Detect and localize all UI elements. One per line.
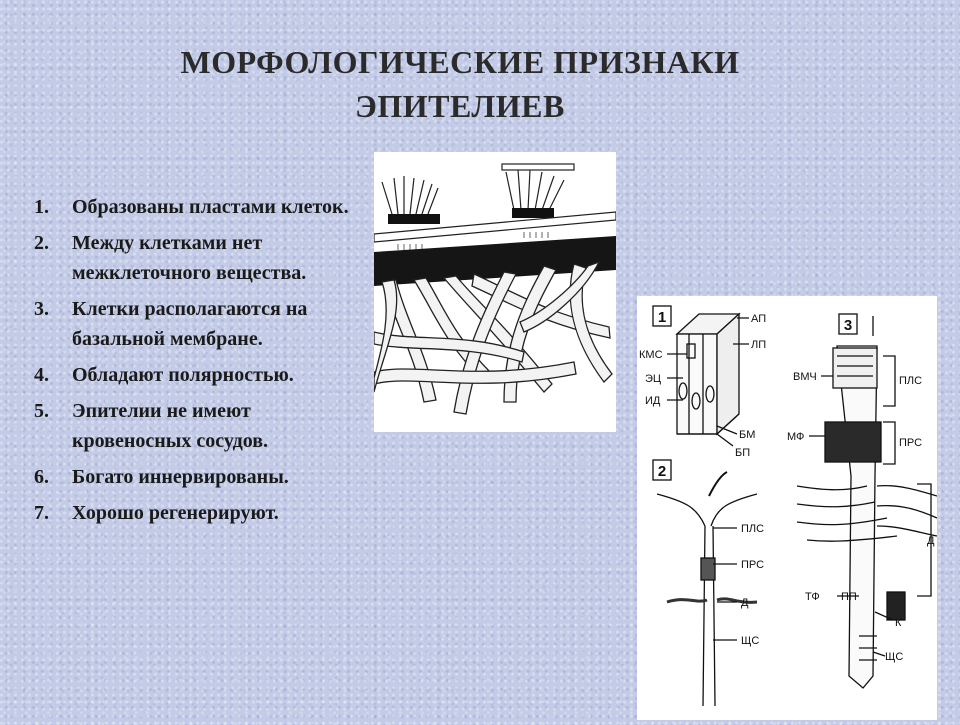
item-text: Клетки располагаются на базальной мембра… [72, 298, 308, 350]
label-pp: ПП [841, 591, 857, 603]
basement-membrane-drawing [373, 163, 617, 415]
item-text: Богато иннервированы. [72, 466, 289, 488]
label-pls-2: ПЛС [741, 523, 764, 535]
label-d-3: Д [927, 535, 935, 547]
label-ec: ЭЦ [645, 373, 661, 385]
item-number: 5. [34, 400, 49, 422]
label-shs-3: ЩС [885, 651, 903, 663]
label-prs-3: ПРС [899, 437, 922, 449]
label-mf: МФ [787, 431, 804, 443]
item-number: 3. [34, 298, 49, 320]
slide-title: МОРФОЛОГИЧЕСКИЕ ПРИЗНАКИ ЭПИТЕЛИЕВ [100, 40, 820, 128]
item-number: 7. [34, 502, 49, 524]
list-item: 3. Клетки располагаются на базальной мемб… [34, 294, 374, 354]
label-kms: КМС [639, 349, 663, 361]
label-vmch: ВМЧ [793, 371, 817, 383]
label-pls-3: ПЛС [899, 375, 922, 387]
panel-number-1: 1 [658, 309, 666, 326]
label-prs-2: ПРС [741, 559, 764, 571]
basement-membrane-illustration [373, 152, 617, 432]
item-text: Образованы пластами клеток. [72, 196, 349, 218]
label-shs-2: ЩС [741, 635, 759, 647]
item-text: Хорошо регенерируют. [72, 502, 279, 524]
label-bp: БП [735, 447, 750, 459]
cell-junctions-drawing: 1 2 3 АП ЛП КМС ЭЦ ИД БМ БП ПЛС ПРС Д ЩС… [639, 305, 938, 707]
item-number: 6. [34, 466, 49, 488]
item-text: Эпителии не имеют кровеносных сосудов. [72, 400, 269, 452]
list-item: 7. Хорошо регенерируют. [34, 498, 374, 528]
label-k: К [895, 617, 902, 629]
cell-junctions-illustration: 1 2 3 АП ЛП КМС ЭЦ ИД БМ БП ПЛС ПРС Д ЩС… [637, 296, 938, 720]
list-item: 5. Эпителии не имеют кровеносных сосудов. [34, 396, 374, 456]
item-number: 2. [34, 232, 49, 254]
list-item: 4. Обладают полярностью. [34, 360, 374, 390]
item-text: Между клетками нет межклеточного веществ… [72, 232, 307, 284]
features-list: 1. Образованы пластами клеток. 2. Между кл… [34, 192, 374, 534]
label-lp: ЛП [751, 339, 766, 351]
label-id: ИД [645, 395, 661, 407]
item-text: Обладают полярностью. [72, 364, 294, 386]
panel-number-2: 2 [658, 463, 666, 480]
slide-title-line-2: ЭПИТЕЛИЕВ [355, 88, 565, 124]
item-number: 4. [34, 364, 49, 386]
label-bm: БМ [739, 429, 755, 441]
list-item: 2. Между клетками нет межклеточного вещес… [34, 228, 374, 288]
slide-title-line-1: МОРФОЛОГИЧЕСКИЕ ПРИЗНАКИ [180, 44, 740, 80]
panel-number-3: 3 [844, 317, 852, 334]
list-item: 1. Образованы пластами клеток. [34, 192, 374, 222]
list-item: 6. Богато иннервированы. [34, 462, 374, 492]
item-number: 1. [34, 196, 49, 218]
label-tf: ТФ [805, 591, 820, 603]
label-ap: АП [751, 313, 766, 325]
label-d-2: Д [741, 597, 749, 609]
